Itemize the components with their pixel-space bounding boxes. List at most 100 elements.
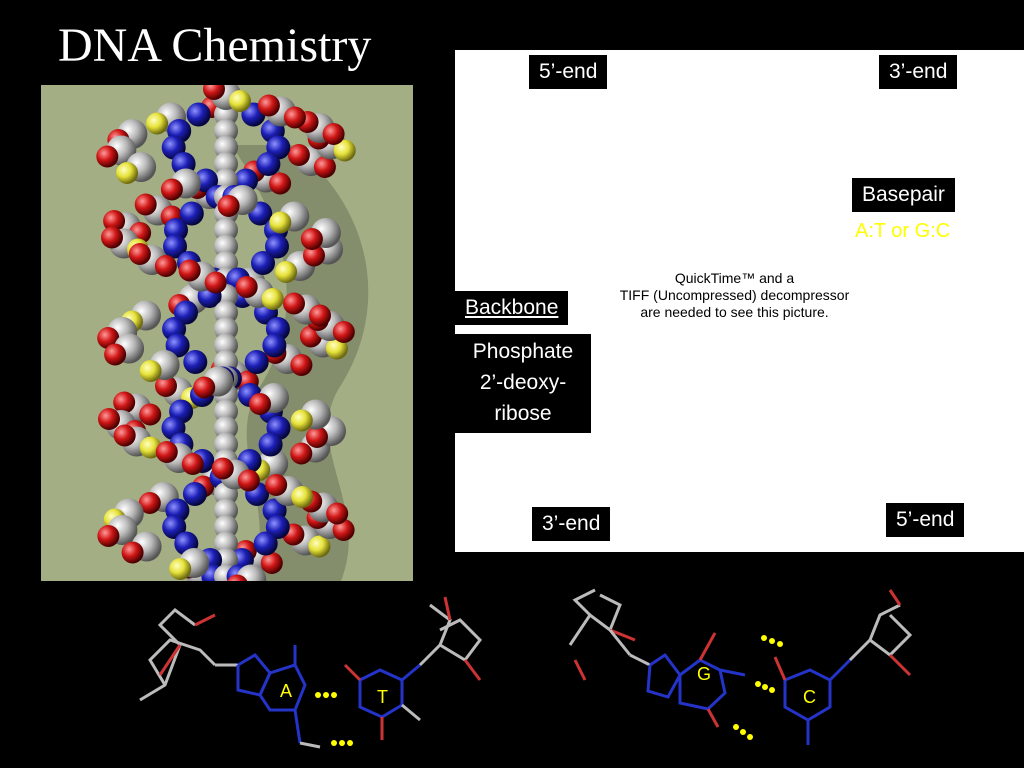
- helix-atom: [265, 515, 290, 539]
- helix-atom: [303, 244, 325, 267]
- helix-atom: [260, 552, 283, 574]
- gc-base-pair: [568, 588, 913, 745]
- dna-helix-image: [41, 85, 413, 581]
- helix-atom: [290, 409, 313, 432]
- helix-atom: [96, 145, 119, 168]
- helix-atom: [214, 432, 238, 457]
- helix-atom: [211, 457, 234, 480]
- helix-atom: [309, 304, 331, 327]
- label-basepair-types: A:T or G:C: [855, 220, 951, 242]
- helix-atom: [193, 376, 216, 399]
- label-backbone: Backbone: [455, 291, 569, 325]
- helix-atom: [287, 144, 310, 166]
- helix-atom: [300, 228, 323, 250]
- helix-atom: [160, 178, 183, 201]
- label-3-end-top: 3’-end: [879, 55, 958, 89]
- label-deoxy-line-1: 2’-deoxy-: [479, 371, 567, 394]
- helix-atom: [203, 85, 225, 100]
- helix-atom: [179, 201, 204, 226]
- helix-atom: [229, 90, 251, 112]
- helix-atom: [162, 515, 187, 539]
- helix-atom: [113, 424, 136, 447]
- helix-atom: [290, 442, 313, 465]
- helix-atom: [251, 251, 275, 275]
- helix-atom: [322, 123, 345, 145]
- helix-atom: [283, 292, 305, 315]
- helix-atom: [155, 441, 178, 463]
- base-pair-structures: A T G C: [139, 588, 913, 749]
- helix-atom: [214, 300, 238, 325]
- at-base-pair: [139, 596, 482, 749]
- helix-atom: [214, 531, 238, 556]
- helix-atom: [214, 152, 238, 176]
- helix-atom: [113, 391, 136, 414]
- helix-atom: [217, 195, 240, 217]
- helix-atom: [326, 502, 349, 525]
- gc-hydrogen-bonds: [733, 635, 783, 740]
- helix-atom: [227, 574, 248, 581]
- helix-atom: [306, 426, 328, 448]
- helix-atom: [97, 327, 120, 349]
- helix-atom: [325, 337, 348, 360]
- helix-atom: [104, 343, 127, 366]
- helix-atom: [97, 525, 120, 547]
- quicktime-line-3: are needed to see this picture.: [640, 304, 829, 320]
- helix-atom: [275, 261, 298, 283]
- helix-atom: [186, 102, 211, 127]
- helix-atom: [214, 317, 238, 341]
- helix-atom: [214, 399, 238, 424]
- helix-atom: [258, 432, 283, 457]
- base-letter-c: C: [803, 687, 816, 707]
- helix-atom: [139, 403, 162, 426]
- helix-atom: [214, 515, 238, 539]
- helix-atom: [214, 119, 238, 143]
- helix-atom: [181, 453, 204, 475]
- base-letter-a: A: [280, 681, 292, 701]
- helix-atom: [214, 251, 238, 275]
- label-3-end-bottom: 3’-end: [532, 507, 611, 541]
- helix-atom: [154, 255, 177, 277]
- helix-atom: [256, 152, 281, 176]
- label-deoxy-line-2: ribose: [494, 402, 552, 425]
- helix-atom: [283, 106, 306, 129]
- dna-helix-illustration: [96, 85, 369, 581]
- helix-atom: [332, 321, 355, 343]
- helix-atom: [182, 482, 207, 506]
- helix-atom: [101, 226, 123, 249]
- helix-atom: [244, 350, 269, 374]
- helix-atom: [308, 535, 331, 558]
- helix-atom: [290, 354, 313, 376]
- helix-atom: [165, 333, 190, 358]
- helix-atom: [134, 193, 157, 216]
- helix-atom: [261, 288, 284, 310]
- helix-atom: [214, 416, 238, 440]
- backbone-components: Phosphate 2’-deoxy- ribose: [455, 334, 591, 433]
- helix-atom: [169, 558, 192, 580]
- helix-atom: [332, 519, 355, 541]
- helix-atom: [204, 271, 227, 294]
- helix-atom: [139, 360, 162, 382]
- label-phosphate: Phosphate: [472, 340, 574, 363]
- quicktime-line-2: TIFF (Uncompressed) decompressor: [619, 287, 850, 303]
- helix-atom: [183, 350, 208, 374]
- label-basepair: Basepair: [852, 178, 955, 212]
- helix-atom: [98, 408, 120, 430]
- helix-atom: [291, 486, 314, 508]
- label-5-end-top: 5’-end: [529, 55, 608, 89]
- helix-atom: [313, 156, 336, 178]
- base-letter-g: G: [697, 664, 711, 684]
- helix-atom: [128, 243, 151, 265]
- helix-atom: [214, 333, 238, 358]
- helix-atom: [155, 375, 177, 397]
- helix-atom: [163, 234, 187, 259]
- helix-atom: [269, 211, 292, 234]
- base-letter-t: T: [377, 687, 388, 707]
- helix-atom: [214, 218, 238, 242]
- helix-atom: [121, 541, 144, 564]
- helix-atom: [214, 498, 238, 523]
- helix-atom: [265, 474, 288, 496]
- helix-atom: [174, 300, 198, 325]
- helix-atom: [146, 112, 169, 135]
- helix-atom: [262, 333, 287, 358]
- helix-atom: [103, 210, 126, 232]
